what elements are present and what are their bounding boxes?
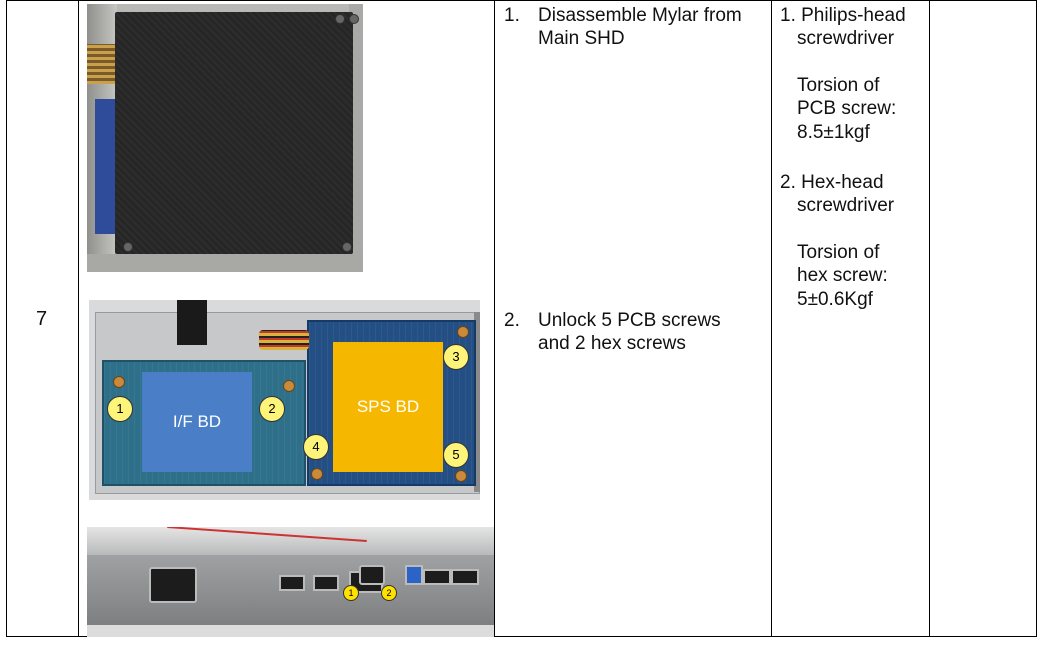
chassis-edge	[474, 312, 480, 492]
boards-photo: I/F BD SPS BD 1 2 3 4 5	[89, 300, 480, 500]
screw-hole	[335, 14, 345, 24]
tool-2-torque-value: 5±0.6Kgf	[797, 289, 873, 310]
usb-port	[313, 575, 339, 591]
hex-screw	[455, 470, 467, 482]
tool-2-torque-line1: Torsion of	[797, 242, 880, 263]
usb3-port	[405, 565, 423, 585]
tool-2-torque-line2: hex screw:	[797, 265, 888, 286]
step-1-line2: Main SHD	[538, 28, 625, 49]
hex-screw	[311, 468, 323, 480]
tool-1-line2: screwdriver	[797, 28, 895, 49]
step-number: 7	[36, 308, 48, 330]
screw-hole	[123, 242, 133, 252]
side-pcb	[95, 99, 117, 234]
pcb-screw	[113, 376, 125, 388]
hex-callout-2: 2	[381, 585, 397, 601]
step-1-number: 1.	[504, 5, 520, 26]
ports-photo: 1 2	[87, 527, 494, 637]
tool-1-torque-value: 8.5±1kgf	[797, 122, 870, 143]
screw-callout-5: 5	[443, 442, 469, 468]
chassis-top	[87, 527, 494, 555]
table-bottom-border	[6, 636, 1037, 637]
sps-bd-label: SPS BD	[333, 342, 443, 472]
usb-port	[279, 575, 305, 591]
cable-connector	[259, 330, 309, 350]
column-divider	[78, 0, 79, 637]
column-divider	[494, 0, 495, 637]
screw-hole	[349, 14, 359, 24]
column-divider	[771, 0, 772, 637]
wire-bundle	[87, 44, 115, 84]
chassis-bottom	[87, 625, 494, 637]
pcb-screw	[457, 326, 469, 338]
mylar-sheet	[115, 12, 353, 254]
tool-2-line2: screwdriver	[797, 195, 895, 216]
screw-callout-4: 4	[303, 434, 329, 460]
table-top-border	[6, 0, 1037, 1]
screw-callout-2: 2	[259, 396, 285, 422]
step-2-number: 2.	[504, 310, 520, 331]
screw-callout-1: 1	[107, 396, 133, 422]
step-2-line1: Unlock 5 PCB screws	[538, 310, 721, 331]
column-divider	[6, 0, 7, 637]
black-bracket	[177, 300, 207, 345]
tool-1-line1: 1. Philips-head	[780, 5, 906, 26]
screw-hole	[342, 242, 352, 252]
tool-2-line1: 2. Hex-head	[780, 172, 884, 193]
usb-port	[423, 569, 451, 585]
chassis-frame	[87, 254, 363, 272]
if-bd-label: I/F BD	[142, 372, 252, 472]
pcb-screw	[283, 380, 295, 392]
ac-inlet	[149, 567, 197, 603]
serial-port	[359, 565, 385, 585]
step-1-line1: Disassemble Mylar from	[538, 5, 742, 26]
usb-port	[451, 569, 479, 585]
column-divider	[1036, 0, 1037, 637]
screw-callout-3: 3	[443, 344, 469, 370]
tool-1-torque-line2: PCB screw:	[797, 98, 897, 119]
step-2-line2: and 2 hex screws	[538, 333, 686, 354]
tool-1-torque-line1: Torsion of	[797, 75, 880, 96]
hex-callout-1: 1	[343, 585, 359, 601]
mylar-photo	[87, 4, 363, 272]
column-divider	[929, 0, 930, 637]
